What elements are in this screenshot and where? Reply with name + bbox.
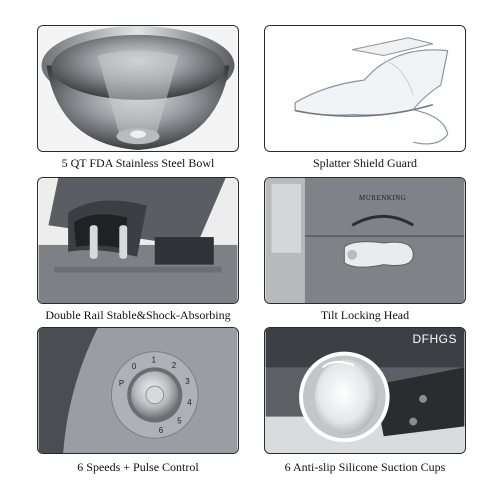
tilt-lock-image <box>265 178 465 303</box>
watermark-text: DFHGS <box>412 332 457 346</box>
bowl-image-panel <box>37 25 239 152</box>
dial-mark-0: 0 <box>132 362 137 371</box>
double-rail-panel <box>37 177 239 304</box>
splatter-shield-image <box>265 26 465 151</box>
brand-logo-text: MURENKING <box>359 194 407 202</box>
speed-dial-image: P0 1 23 45 6 <box>38 328 238 453</box>
double-rail-image <box>38 178 238 303</box>
suction-cup-panel: DFHGS <box>264 327 466 454</box>
splatter-shield-panel <box>264 25 466 152</box>
dial-mark-6: 6 <box>159 426 164 435</box>
stainless-bowl-image <box>38 26 238 151</box>
caption-suction-cups: 6 Anti-slip Silicone Suction Cups <box>284 460 446 474</box>
dial-mark-p: P <box>119 379 124 388</box>
dial-mark-1: 1 <box>152 355 156 364</box>
caption-splatter-shield: Splatter Shield Guard <box>313 156 417 170</box>
dial-mark-4: 4 <box>187 398 192 407</box>
dial-mark-2: 2 <box>172 361 176 370</box>
caption-bowl: 5 QT FDA Stainless Steel Bowl <box>61 156 215 170</box>
suction-cup-image <box>265 328 465 453</box>
caption-double-rail: Double Rail Stable&Shock-Absorbing <box>45 308 231 322</box>
dial-mark-3: 3 <box>185 377 190 386</box>
tilt-lock-panel: MURENKING <box>264 177 466 304</box>
caption-speed-dial: 6 Speeds + Pulse Control <box>77 460 199 474</box>
dial-mark-5: 5 <box>177 416 182 425</box>
caption-tilt-lock: Tilt Locking Head <box>320 308 410 322</box>
